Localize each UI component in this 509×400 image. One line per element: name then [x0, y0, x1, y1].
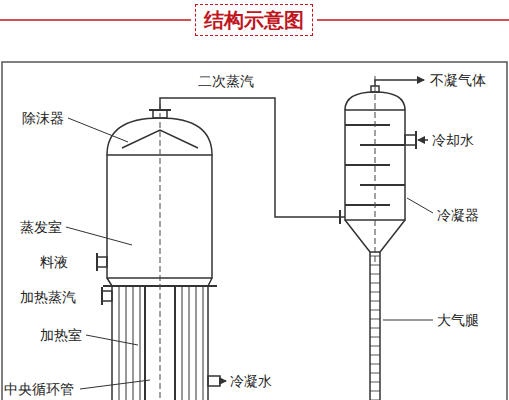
steam-nozzle	[102, 291, 112, 301]
central-tube	[174, 286, 176, 400]
leader-lines	[66, 118, 433, 389]
part-label: 冷凝水	[230, 372, 272, 390]
frame	[2, 62, 507, 400]
title-rule	[0, 19, 191, 21]
vapour-pipe	[160, 98, 340, 217]
barometric-leg	[370, 252, 380, 400]
heating-tubes	[119, 286, 203, 400]
part-label: 二次蒸汽	[198, 72, 254, 90]
part-label: 加热蒸汽	[20, 288, 76, 306]
part-label: 中央循环管	[4, 380, 74, 398]
part-label: 不凝气体	[430, 71, 486, 89]
title: 结构示意图	[195, 4, 313, 36]
part-label: 蒸发室	[20, 218, 62, 236]
gas-outlet	[375, 80, 424, 86]
part-label: 除沫器	[22, 109, 64, 127]
central-tube	[144, 286, 146, 400]
part-label: 冷凝器	[437, 206, 479, 224]
title-rule	[317, 19, 509, 21]
part-label: 加热室	[40, 326, 82, 344]
part-label: 料液	[40, 253, 68, 271]
feed-nozzle	[97, 257, 107, 267]
water-nozzle	[405, 135, 416, 145]
part-label: 大气腿	[437, 311, 479, 329]
condensate-nozzle	[208, 376, 220, 386]
part-label: 冷却水	[432, 131, 474, 149]
